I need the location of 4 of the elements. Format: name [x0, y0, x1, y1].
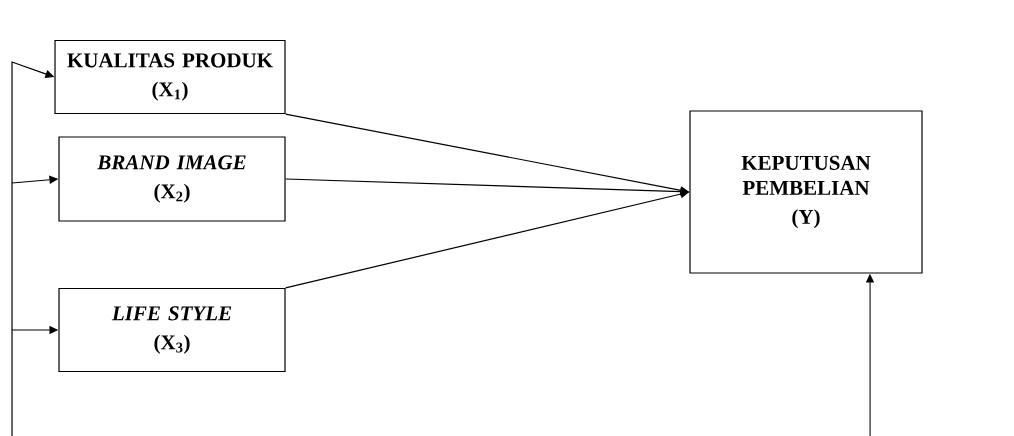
variable-box: KUALITAS PRODUK (X$_{1}$) [54, 39, 286, 115]
variable-box: BRAND IMAGE (X$_{2}$) [58, 136, 286, 222]
variable-box: KEPUTUSAN PEMBELIAN (Y) [689, 110, 923, 274]
variable-box: LIFE STYLE (X$_{3}$) [58, 287, 286, 373]
